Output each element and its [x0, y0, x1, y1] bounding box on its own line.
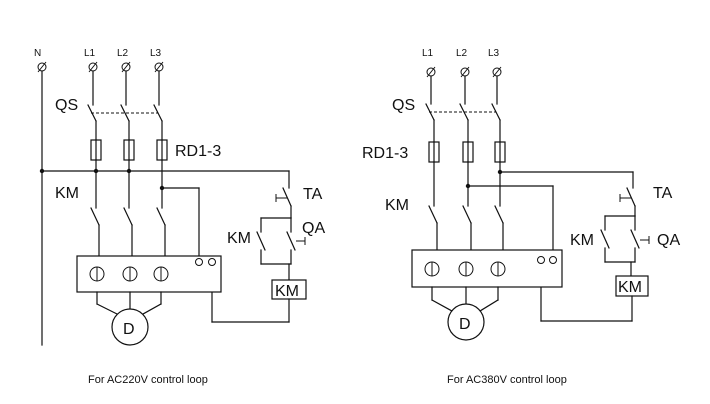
aux-contact-label: KM [227, 230, 251, 247]
terminal-l2-icon [121, 61, 131, 73]
overload-protector [76, 255, 222, 293]
terminal-label-l2: L2 [117, 48, 129, 59]
coil-km [540, 263, 649, 322]
terminal-n-icon [37, 61, 47, 73]
overload-protector [411, 249, 563, 288]
terminal-label-l2: L2 [456, 48, 468, 59]
contactor-km-main [90, 207, 166, 257]
motor-label: D [123, 321, 135, 338]
fuse-label: RD1-3 [175, 143, 221, 160]
stop-button-ta [275, 187, 292, 219]
terminal-label-l1: L1 [84, 48, 96, 59]
diagram-ac220v: N L1 L2 L3 QS [34, 48, 325, 386]
stop-label: TA [303, 186, 323, 203]
motor-d [96, 291, 162, 346]
terminal-l1-icon [88, 61, 98, 73]
switch-label: QS [392, 97, 415, 114]
coil-label: KM [618, 279, 642, 296]
motor-d [431, 286, 499, 341]
contactor-label: KM [55, 185, 79, 202]
start-label: QA [657, 232, 680, 249]
aux-contact-label: KM [570, 232, 594, 249]
diagram-ac380v: L1 L2 L3 QS RD1-3 [362, 48, 680, 386]
control-circuit [465, 169, 634, 257]
fuses-rd1-3 [428, 141, 506, 163]
caption-ac380v: For AC380V control loop [447, 374, 567, 386]
start-circuit [600, 215, 650, 277]
coil-label: KM [275, 283, 299, 300]
control-circuit [39, 168, 290, 261]
fuse-label: RD1-3 [362, 145, 408, 162]
switch-label: QS [55, 97, 78, 114]
caption-ac220v: For AC220V control loop [88, 374, 208, 386]
start-label: QA [302, 220, 325, 237]
contactor-label: KM [385, 197, 409, 214]
terminal-label-n: N [34, 48, 41, 59]
stop-label: TA [653, 185, 673, 202]
main-switch-qs [425, 75, 501, 143]
terminal-l1-icon [426, 66, 436, 78]
fuses-rd1-3 [90, 139, 168, 161]
main-switch-qs [87, 70, 163, 141]
terminal-label-l1: L1 [422, 48, 434, 59]
motor-label: D [459, 316, 471, 333]
stop-button-ta [619, 187, 636, 217]
terminal-label-l3: L3 [488, 48, 500, 59]
contactor-km-main [428, 205, 504, 251]
start-circuit [256, 217, 306, 281]
terminal-label-l3: L3 [150, 48, 162, 59]
